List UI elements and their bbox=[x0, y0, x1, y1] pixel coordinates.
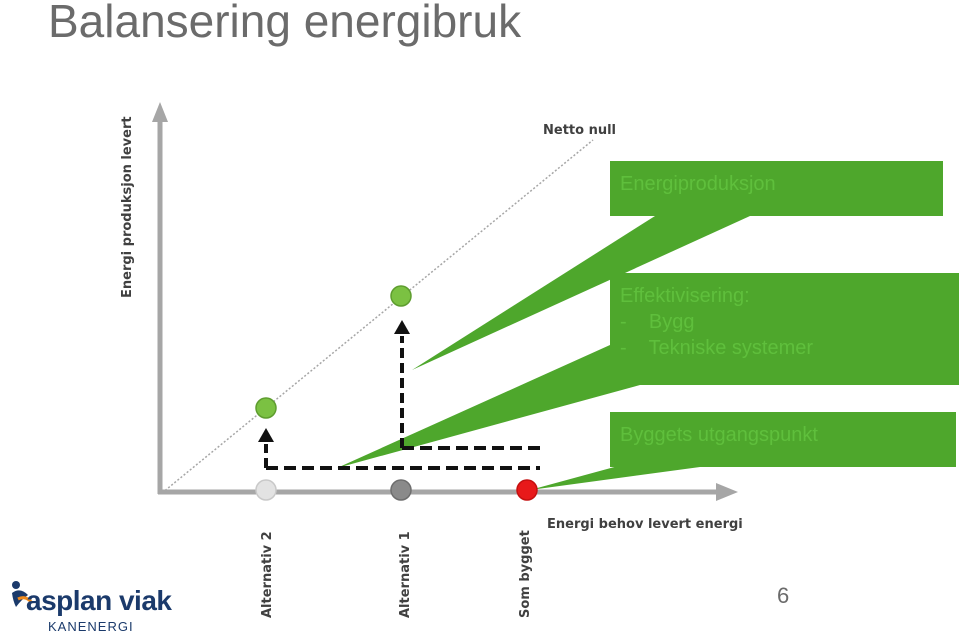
efficiency-callout-item: - Tekniske systemer bbox=[620, 337, 814, 359]
y-axis-arrowhead bbox=[152, 102, 168, 122]
production-callout-text: Energiproduksjon bbox=[620, 173, 776, 195]
baseline-callout: Byggets utgangspunkt bbox=[610, 412, 956, 467]
alternativ-2-arrowhead bbox=[258, 428, 274, 442]
alternativ-2-baseline bbox=[255, 479, 277, 501]
company-logo: asplan viak KANENERGI bbox=[8, 575, 172, 635]
x-axis-label: Energi behov levert energi bbox=[547, 517, 743, 532]
production-callout-pointer bbox=[412, 216, 750, 370]
logo-mark-icon bbox=[12, 581, 34, 607]
alternativ-1-baseline bbox=[390, 479, 412, 501]
logo-sub-text: KANENERGI bbox=[48, 619, 134, 634]
netto-null-label: Netto null bbox=[543, 123, 616, 138]
efficiency-callout: Effektivisering: - Bygg - Tekniske syste… bbox=[610, 273, 959, 385]
category-label-alternativ-2: Alternativ 2 bbox=[260, 531, 275, 618]
x-axis-arrowhead bbox=[716, 483, 738, 501]
y-axis-label: Energi produksjon levert bbox=[120, 116, 135, 298]
alternativ-1-arrowhead bbox=[394, 320, 410, 334]
baseline-callout-pointer bbox=[530, 460, 700, 490]
logo-main-text: asplan viak bbox=[26, 585, 172, 616]
production-callout: Energiproduksjon bbox=[610, 161, 943, 216]
baseline-callout-text: Byggets utgangspunkt bbox=[620, 424, 818, 446]
slide-title: Balansering energibruk bbox=[48, 0, 522, 47]
alternativ-2-netto-null bbox=[255, 397, 277, 419]
efficiency-callout-pointer bbox=[337, 345, 640, 468]
alternativ-1-netto-null bbox=[390, 285, 412, 307]
som-bygget-point bbox=[516, 479, 538, 501]
netto-null-line bbox=[161, 139, 594, 494]
category-label-som-bygget: Som bygget bbox=[518, 530, 533, 618]
page-number: 6 bbox=[777, 583, 790, 608]
efficiency-callout-heading: Effektivisering: bbox=[620, 285, 750, 307]
efficiency-callout-item: - Bygg bbox=[620, 311, 695, 333]
category-label-alternativ-1: Alternativ 1 bbox=[398, 531, 413, 618]
